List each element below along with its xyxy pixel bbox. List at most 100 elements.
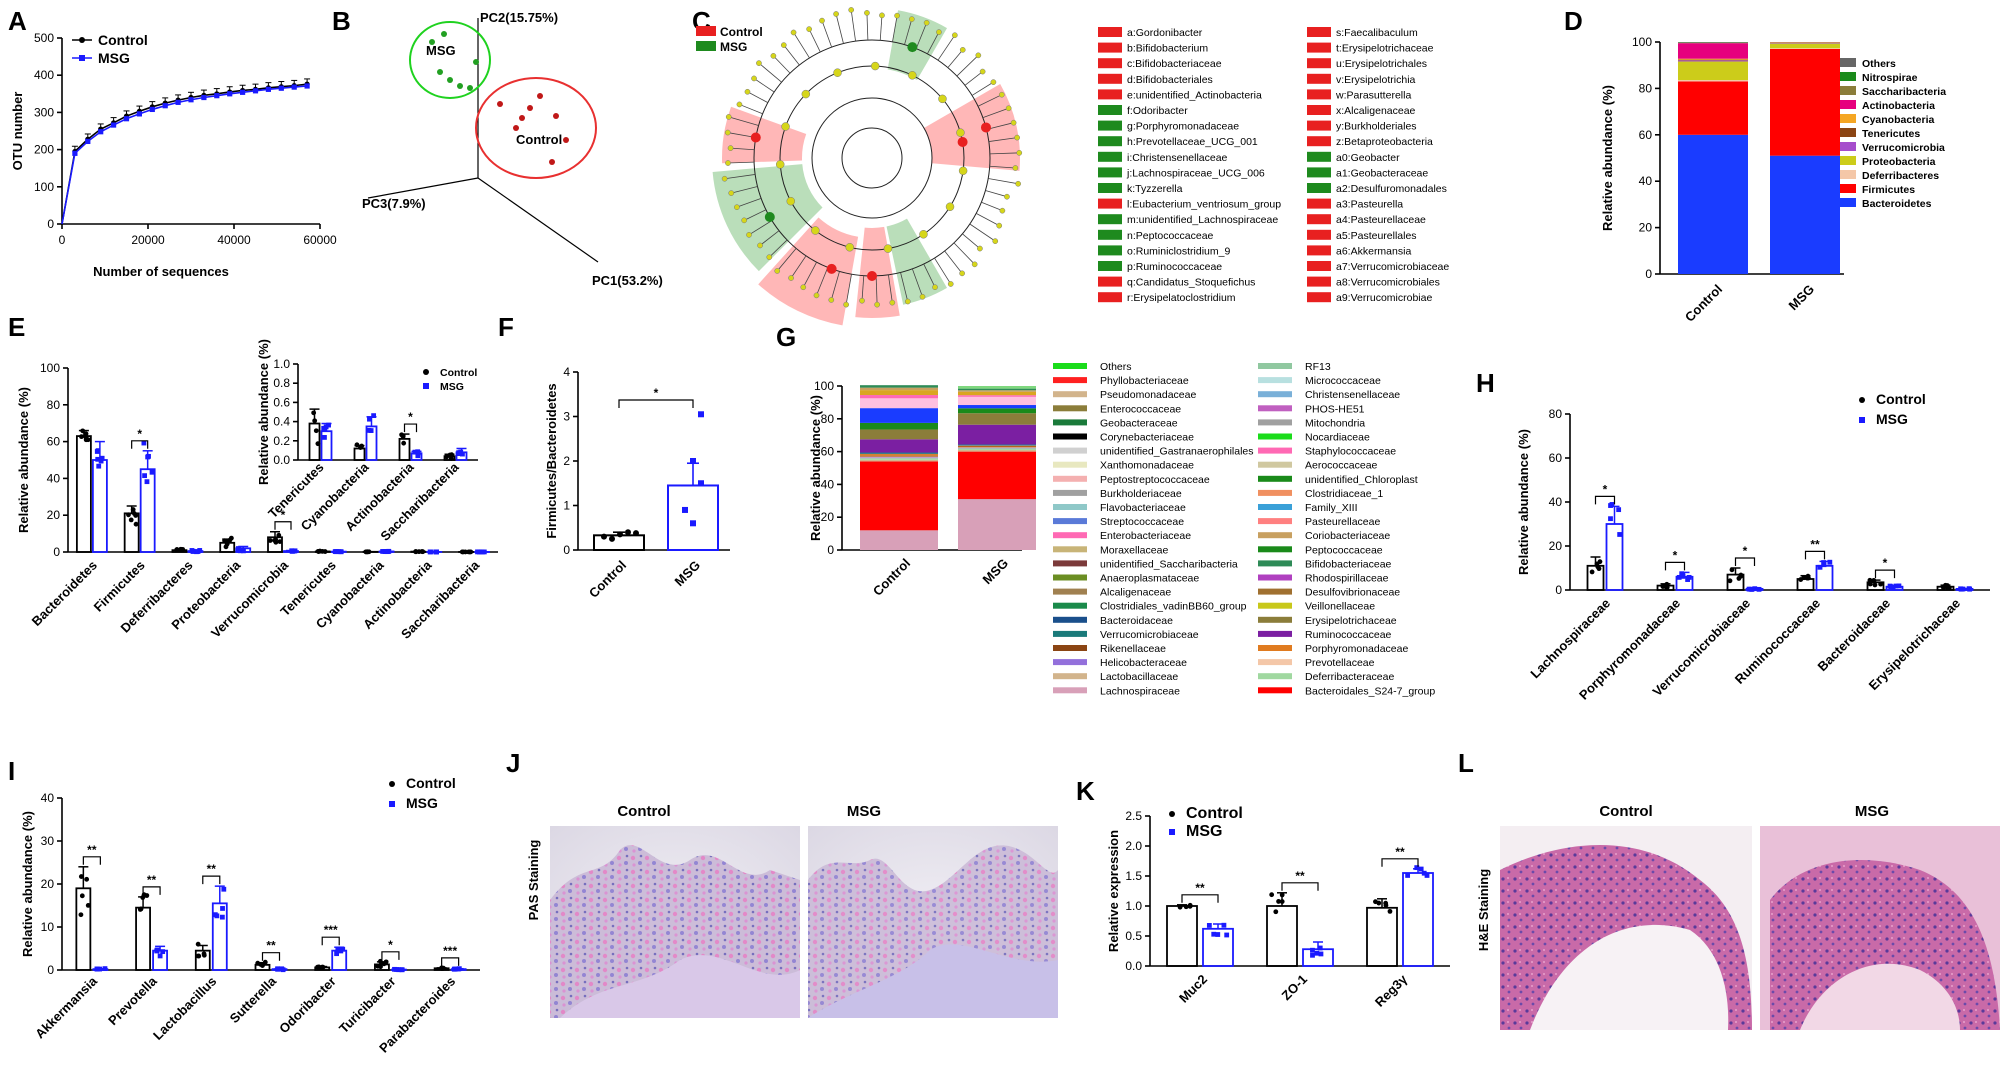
taxon-node — [725, 114, 732, 120]
taxon-node — [833, 68, 842, 77]
bar-control — [75, 887, 92, 971]
data-point — [126, 512, 131, 518]
stacked-segment — [958, 444, 1036, 446]
msg-sample-point — [447, 77, 453, 83]
legend-swatch — [1258, 447, 1292, 454]
taxon-node — [936, 29, 942, 35]
taxon-node — [751, 75, 757, 82]
legend-swatch — [1053, 645, 1087, 651]
data-point — [1317, 945, 1323, 951]
data-point — [363, 549, 369, 555]
legend-item: PHOS-HE51 — [1305, 403, 1365, 415]
data-point — [1746, 586, 1752, 592]
data-point — [459, 549, 465, 555]
cladogram-branch — [892, 15, 898, 42]
data-point — [291, 84, 297, 90]
y-tick-label: 1 — [563, 499, 570, 513]
significance-bracket — [1381, 858, 1419, 867]
data-point — [377, 958, 383, 964]
x-tick-label: Bacteroidetes — [29, 558, 100, 629]
significance-label: ** — [1295, 869, 1305, 883]
cladogram-branch — [845, 274, 852, 305]
legend-swatch — [1258, 433, 1292, 440]
data-point — [322, 435, 327, 440]
legend-swatch-red — [1307, 229, 1331, 240]
taxon-node — [1015, 180, 1021, 187]
significance-label: * — [1603, 482, 1608, 496]
y-tick-label: 2.0 — [1125, 839, 1142, 853]
legend-marker-control — [423, 369, 429, 375]
data-point — [338, 549, 344, 555]
data-point — [136, 111, 142, 117]
bar-control — [75, 435, 92, 553]
data-point — [338, 948, 344, 954]
panel-label: L — [1458, 748, 1474, 778]
panel-label: F — [498, 312, 514, 342]
data-point — [98, 129, 104, 135]
data-point — [123, 116, 130, 122]
legend-msg: MSG — [98, 50, 130, 66]
cladogram-branch — [835, 13, 844, 44]
y-tick-label: 0 — [563, 543, 570, 557]
data-point — [601, 533, 607, 540]
cladogram-branch — [850, 9, 856, 42]
taxon-node — [923, 19, 930, 26]
legend-item: Cyanobacteria — [1862, 114, 1935, 126]
legend-item: Enterobacteriaceae — [1100, 530, 1191, 542]
data-point — [335, 947, 341, 953]
y-tick-label: 1.5 — [1125, 869, 1142, 883]
data-point — [140, 895, 146, 900]
data-point — [259, 962, 265, 967]
cladogram-branch — [934, 257, 952, 285]
legend-item: Moraxellaceae — [1100, 544, 1168, 556]
legend-swatch — [1053, 630, 1087, 637]
legend-marker-msg — [423, 383, 429, 389]
y-tick-label: 0 — [827, 543, 834, 557]
legend-item: Streptococcaceae — [1100, 516, 1184, 528]
stacked-segment — [958, 386, 1036, 389]
data-point — [83, 437, 89, 443]
stacked-segment — [1678, 81, 1748, 135]
lefse-legend-item: h:Prevotellaceae_UCG_001 — [1127, 136, 1258, 148]
panel-label: H — [1476, 368, 1495, 398]
image-title-control: Control — [617, 803, 670, 820]
legend-control: Control — [1186, 805, 1243, 822]
data-point — [690, 520, 696, 527]
legend-item: Others — [1100, 361, 1132, 373]
legend-item: Verrucomicrobia — [1862, 142, 1945, 154]
legend-swatch-red — [1307, 276, 1331, 287]
legend-control: Control — [1876, 391, 1926, 407]
lefse-legend-item: a5:Pasteurellales — [1336, 230, 1417, 242]
data-point — [1872, 582, 1878, 588]
msg-ellipse — [409, 21, 491, 99]
data-point — [368, 428, 374, 433]
legend-item: Xanthomonadaceae — [1100, 460, 1194, 472]
legend-swatch-green — [1098, 167, 1122, 178]
line-control — [61, 83, 308, 225]
legend-swatch-red — [1307, 198, 1331, 209]
taxon-node — [864, 10, 870, 16]
data-point — [415, 450, 421, 456]
data-point — [1596, 566, 1602, 572]
lefse-legend-item: a2:Desulfuromonadales — [1336, 183, 1447, 195]
stacked-segment — [958, 413, 1036, 425]
legend-swatch-red — [1307, 89, 1331, 100]
y-tick-label: 0 — [1555, 583, 1562, 597]
data-point — [1387, 908, 1393, 914]
data-point — [144, 479, 150, 485]
significance-label: * — [281, 508, 286, 522]
legend-swatch — [1053, 560, 1087, 567]
legend-item: unidentified_Chloroplast — [1305, 474, 1418, 486]
y-tick-label: 0.0 — [273, 453, 290, 467]
data-point — [326, 422, 331, 428]
stacked-segment — [958, 499, 1036, 550]
legend-item: unidentified_Saccharibacteria — [1100, 558, 1238, 570]
taxon-node — [996, 222, 1003, 229]
legend-control: Control — [440, 367, 477, 379]
stacked-segment — [1678, 60, 1748, 62]
y-tick-label: 100 — [34, 180, 54, 194]
y-tick-label: 30 — [41, 834, 55, 848]
